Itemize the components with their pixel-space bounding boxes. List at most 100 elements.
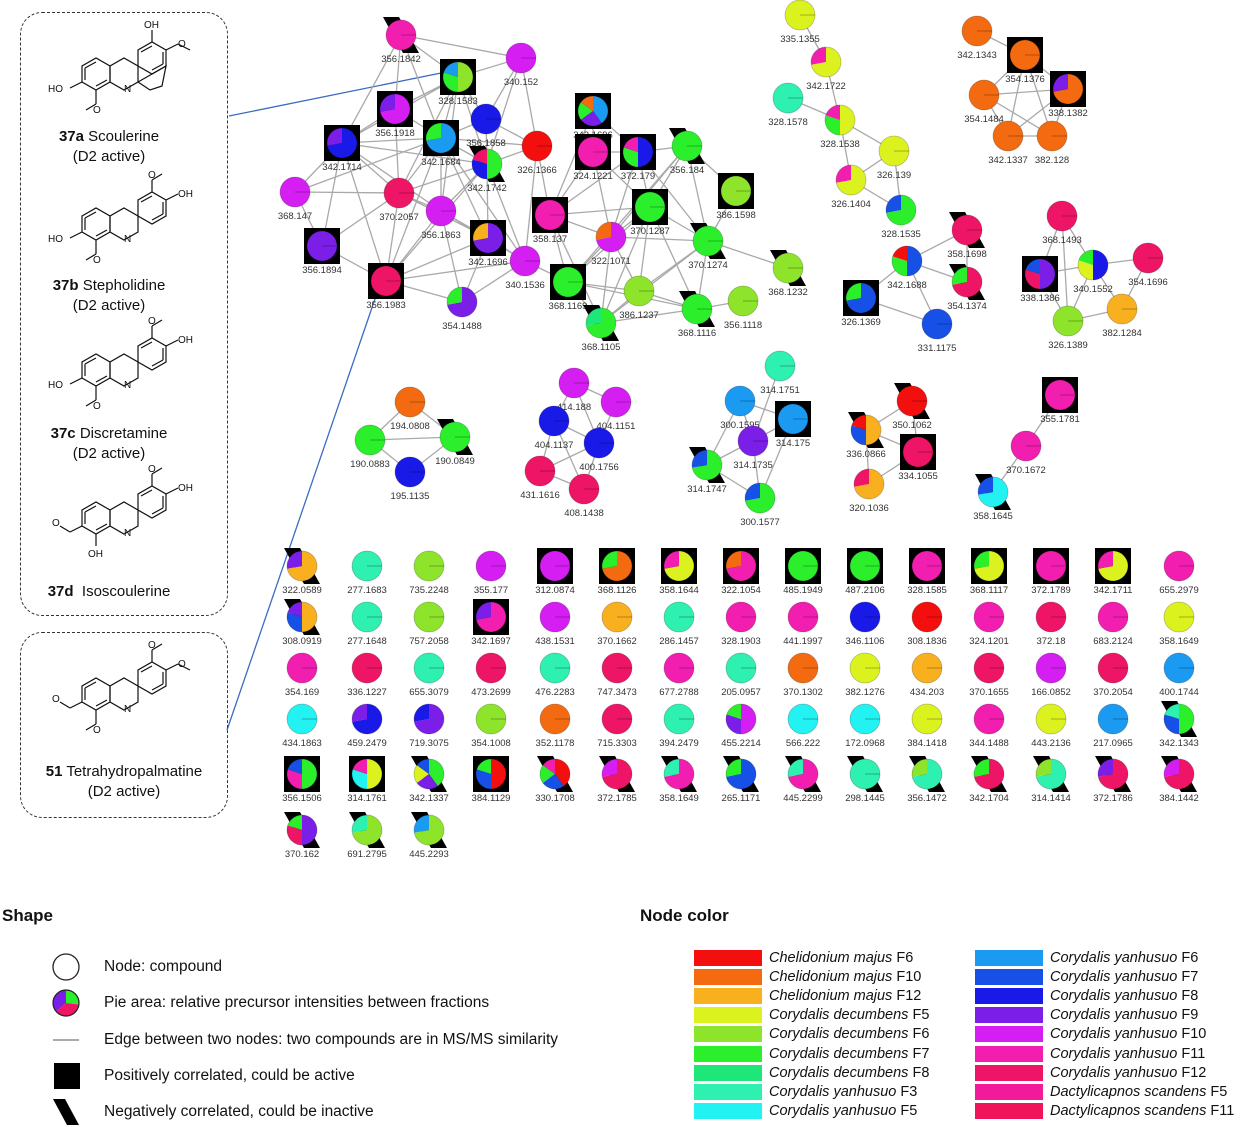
compound-node[interactable]: 342.1697 <box>471 599 511 647</box>
compound-node[interactable]: 382.1276 <box>845 652 885 698</box>
compound-node[interactable]: 190.0883 <box>350 424 390 470</box>
compound-node[interactable]: 355.177 <box>474 550 508 596</box>
compound-node[interactable]: 438.1531 <box>535 601 575 647</box>
compound-node[interactable]: 354.1696 <box>1128 242 1168 288</box>
compound-node[interactable]: 338.1386 <box>1020 256 1060 304</box>
compound-node[interactable]: 312.0874 <box>535 548 575 596</box>
compound-node[interactable]: 322.1071 <box>591 221 631 267</box>
compound-node[interactable]: 342.1696 <box>468 220 508 268</box>
compound-node[interactable]: 358.1649 <box>659 756 699 804</box>
compound-node[interactable]: 355.1781 <box>1040 377 1080 425</box>
compound-node[interactable]: 326.1404 <box>831 164 871 210</box>
compound-node[interactable]: 354.169 <box>285 652 319 698</box>
compound-node[interactable]: 328.1903 <box>721 601 761 647</box>
compound-node[interactable]: 372.18 <box>1035 601 1067 647</box>
compound-node[interactable]: 340.1552 <box>1073 249 1113 295</box>
compound-node[interactable]: 320.1036 <box>849 468 889 514</box>
compound-node[interactable]: 328.1585 <box>907 548 947 596</box>
compound-node[interactable]: 322.1054 <box>721 548 761 596</box>
compound-node[interactable]: 735.2248 <box>409 550 449 596</box>
compound-node[interactable]: 326.1366 <box>517 130 557 176</box>
compound-node[interactable]: 370.1672 <box>1006 430 1046 476</box>
compound-node[interactable]: 328.1583 <box>438 59 478 107</box>
compound-node[interactable]: 356.1918 <box>375 91 415 139</box>
compound-node[interactable]: 336.0866 <box>846 412 886 460</box>
compound-node[interactable]: 308.1836 <box>907 601 947 647</box>
compound-node[interactable]: 459.2479 <box>347 703 387 749</box>
compound-node[interactable]: 485.1949 <box>783 548 823 596</box>
compound-node[interactable]: 342.1343 <box>957 15 997 61</box>
compound-node[interactable]: 370.2057 <box>379 177 419 223</box>
compound-node[interactable]: 566.222 <box>786 703 820 749</box>
compound-node[interactable]: 326.1369 <box>841 280 881 328</box>
compound-node[interactable]: 408.1438 <box>564 473 604 519</box>
compound-node[interactable]: 356.1858 <box>466 103 506 149</box>
compound-node[interactable]: 757.2058 <box>409 601 449 647</box>
compound-node[interactable]: 445.2293 <box>409 812 449 860</box>
compound-node[interactable]: 747.3473 <box>597 652 637 698</box>
compound-node[interactable]: 434.1863 <box>282 703 322 749</box>
compound-node[interactable]: 298.1445 <box>845 756 885 804</box>
compound-node[interactable]: 358.1645 <box>973 474 1013 522</box>
compound-node[interactable]: 314.1751 <box>760 350 800 396</box>
compound-node[interactable]: 335.1355 <box>780 0 820 45</box>
compound-node[interactable]: 473.2699 <box>471 652 511 698</box>
compound-node[interactable]: 384.1129 <box>472 756 511 804</box>
compound-node[interactable]: 190.0849 <box>435 419 475 467</box>
compound-node[interactable]: 382.1284 <box>1102 293 1142 339</box>
compound-node[interactable]: 414.188 <box>557 367 591 413</box>
compound-node[interactable]: 342.1704 <box>969 756 1009 804</box>
compound-node[interactable]: 715.3303 <box>597 703 637 749</box>
compound-node[interactable]: 342.1337 <box>409 756 449 804</box>
compound-node[interactable]: 195.1135 <box>391 456 430 502</box>
compound-node[interactable]: 431.1616 <box>520 455 560 501</box>
compound-node[interactable]: 356.1506 <box>282 756 322 804</box>
compound-node[interactable]: 404.1151 <box>597 386 636 432</box>
compound-node[interactable]: 368.1493 <box>1042 200 1082 246</box>
compound-node[interactable]: 476.2283 <box>535 652 575 698</box>
compound-node[interactable]: 277.1648 <box>347 601 387 647</box>
compound-node[interactable]: 352.1178 <box>536 703 575 749</box>
compound-node[interactable]: 677.2788 <box>659 652 699 698</box>
compound-node[interactable]: 340.152 <box>504 42 538 88</box>
compound-node[interactable]: 300.1577 <box>740 482 780 528</box>
compound-node[interactable]: 372.1785 <box>597 756 637 804</box>
compound-node[interactable]: 217.0965 <box>1093 703 1133 749</box>
compound-node[interactable]: 354.1376 <box>1005 37 1045 85</box>
compound-node[interactable]: 342.1337 <box>988 120 1028 166</box>
compound-node[interactable]: 322.0589 <box>282 548 322 596</box>
compound-node[interactable]: 443.2136 <box>1031 703 1071 749</box>
compound-node[interactable]: 691.2795 <box>347 812 387 860</box>
compound-node[interactable]: 368.1232 <box>768 250 808 298</box>
compound-node[interactable]: 487.2106 <box>845 548 885 596</box>
compound-node[interactable]: 346.1106 <box>846 601 885 647</box>
compound-node[interactable]: 434.203 <box>910 652 944 698</box>
compound-node[interactable]: 342.1688 <box>887 245 927 291</box>
compound-node[interactable]: 655.3079 <box>409 652 449 698</box>
compound-node[interactable]: 314.1735 <box>733 425 773 471</box>
compound-node[interactable]: 370.1302 <box>783 652 823 698</box>
compound-node[interactable]: 400.1756 <box>579 427 619 473</box>
compound-node[interactable]: 342.1696 <box>573 93 613 141</box>
compound-node[interactable]: 370.162 <box>284 812 320 860</box>
compound-node[interactable]: 342.1714 <box>322 125 362 173</box>
compound-node[interactable]: 314.1761 <box>347 756 387 804</box>
compound-node[interactable]: 330.1708 <box>535 756 575 804</box>
compound-node[interactable]: 340.1536 <box>505 245 545 291</box>
compound-node[interactable]: 386.1598 <box>716 173 756 221</box>
compound-node[interactable]: 384.1442 <box>1159 756 1199 804</box>
compound-node[interactable]: 354.1008 <box>471 703 511 749</box>
compound-node[interactable]: 356.1983 <box>366 263 406 311</box>
compound-node[interactable]: 166.0852 <box>1031 652 1071 698</box>
compound-node[interactable]: 655.2979 <box>1159 550 1199 596</box>
compound-node[interactable]: 382.128 <box>1035 120 1069 166</box>
compound-node[interactable]: 326.1389 <box>1048 305 1088 351</box>
compound-node[interactable]: 350.1062 <box>892 383 932 431</box>
compound-node[interactable]: 372.179 <box>620 134 656 182</box>
compound-node[interactable]: 356.1894 <box>302 228 342 276</box>
compound-node[interactable]: 719.3075 <box>409 703 449 749</box>
compound-node[interactable]: 354.1484 <box>964 79 1004 125</box>
compound-node[interactable]: 344.1488 <box>969 703 1009 749</box>
compound-node[interactable]: 342.1722 <box>806 46 846 92</box>
compound-node[interactable]: 328.1535 <box>881 194 921 240</box>
